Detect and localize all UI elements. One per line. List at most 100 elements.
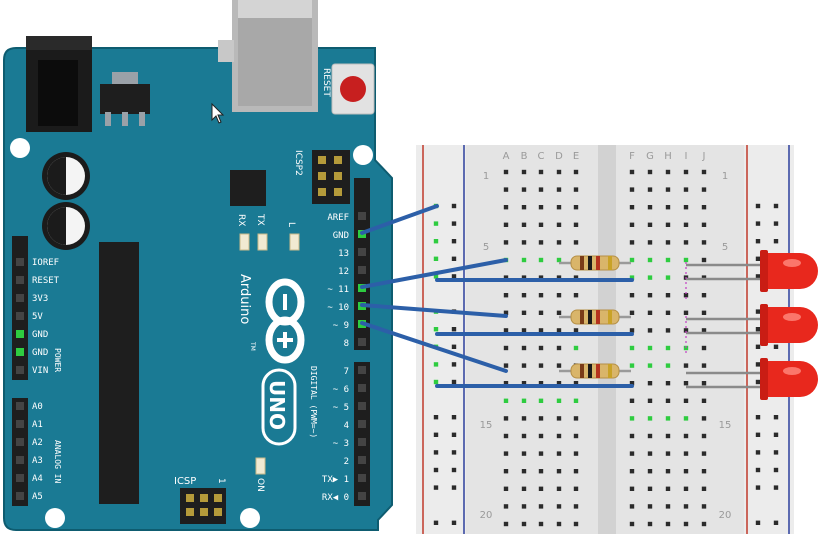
pin-label: A1: [32, 420, 43, 430]
breadboard-hole: [665, 486, 671, 491]
breadboard-hole: [647, 240, 653, 245]
rail-hole: [755, 309, 761, 314]
breadboard-hole: [521, 433, 527, 439]
rail-hole: [755, 362, 761, 367]
breadboard-hole: [573, 345, 579, 351]
breadboard-hole: [683, 416, 689, 421]
breadboard-hole: [647, 257, 653, 263]
rail-hole: [755, 327, 761, 332]
power-pin: [16, 348, 24, 356]
breadboard-hole: [521, 257, 527, 263]
breadboard-hole: [665, 363, 671, 368]
rail-hole: [773, 203, 779, 209]
breadboard-hole: [629, 222, 635, 227]
rail-hole: [755, 520, 761, 525]
breadboard-hole: [556, 328, 562, 333]
breadboard-hole: [556, 416, 562, 421]
digital-header-lower: [354, 362, 370, 506]
breadboard-hole: [538, 169, 544, 175]
breadboard-hole: [665, 398, 671, 403]
breadboard-hole: [647, 222, 653, 227]
icsp2-header: [312, 150, 350, 204]
breadboard-hole: [701, 381, 707, 386]
uno-badge: [261, 368, 297, 446]
breadboard-hole: [683, 293, 689, 298]
mount-hole: [240, 508, 260, 528]
rail-hole: [773, 221, 779, 226]
breadboard-hole: [683, 433, 689, 439]
breadboard-hole: [538, 363, 544, 368]
breadboard-hole: [521, 345, 527, 351]
breadboard-hole: [503, 169, 509, 175]
breadboard-hole: [573, 205, 579, 210]
power-pin: [16, 312, 24, 320]
breadboard-hole: [573, 381, 579, 386]
breadboard-hole: [701, 486, 707, 491]
breadboard-hole: [503, 240, 509, 245]
breadboard-hole: [665, 345, 671, 351]
breadboard-hole: [521, 187, 527, 192]
breadboard-hole: [665, 257, 671, 263]
capacitor: [42, 202, 90, 250]
breadboard-hole: [521, 240, 527, 245]
rail-hole: [433, 379, 439, 385]
digital-pin: [358, 420, 366, 428]
icsp2-pin: [318, 156, 326, 164]
pin-label: VIN: [32, 366, 48, 376]
breadboard-hole: [647, 293, 653, 298]
breadboard-hole: [665, 275, 671, 280]
row-number: 15: [719, 420, 732, 431]
rail-hole: [755, 379, 761, 385]
row-number: 15: [480, 420, 493, 431]
breadboard-hole: [701, 433, 707, 439]
rail-hole: [773, 450, 779, 455]
power-header: [12, 236, 28, 380]
breadboard-hole: [521, 381, 527, 386]
power-pin: [16, 258, 24, 266]
tm-label: TM: [249, 341, 256, 351]
resistor: [559, 255, 631, 271]
breadboard-hole: [521, 205, 527, 210]
capacitor: [42, 152, 90, 200]
breadboard-hole: [538, 328, 544, 333]
breadboard-hole: [665, 328, 671, 333]
breadboard-hole: [647, 310, 653, 315]
breadboard-hole: [521, 363, 527, 368]
breadboard-hole: [503, 451, 509, 456]
breadboard-hole: [538, 433, 544, 439]
breadboard-hole: [503, 345, 509, 351]
row-number: 20: [719, 510, 732, 521]
breadboard-hole: [556, 275, 562, 280]
rail-hole: [433, 520, 439, 525]
breadboard-hole: [521, 416, 527, 421]
breadboard-hole: [538, 345, 544, 351]
breadboard-hole: [683, 205, 689, 210]
power-pin: [16, 366, 24, 374]
rail-hole: [755, 485, 761, 490]
icsp2-pin: [318, 188, 326, 196]
breadboard-hole: [647, 328, 653, 333]
breadboard-hole: [629, 169, 635, 175]
breadboard-hole: [629, 345, 635, 351]
rail-hole: [451, 327, 457, 332]
pin-label: 5V: [32, 312, 43, 322]
breadboard-hole: [701, 469, 707, 474]
pin-label: 12: [338, 267, 349, 277]
breadboard-hole: [665, 416, 671, 421]
row-number: 20: [480, 510, 493, 521]
breadboard-hole: [538, 521, 544, 527]
pin-label: 7: [344, 367, 349, 377]
digital-pin: [358, 212, 366, 220]
rail-hole: [773, 344, 779, 349]
breadboard-hole: [701, 169, 707, 175]
pin-label: 4: [344, 421, 349, 431]
digital-pin: [358, 266, 366, 274]
breadboard-hole: [629, 240, 635, 245]
reset-button[interactable]: [331, 63, 375, 115]
rail-hole: [773, 485, 779, 490]
breadboard-hole: [503, 381, 509, 386]
rail-hole: [433, 274, 439, 279]
breadboard-hole: [665, 205, 671, 210]
row-number: 5: [483, 242, 489, 253]
rail-hole: [451, 450, 457, 455]
